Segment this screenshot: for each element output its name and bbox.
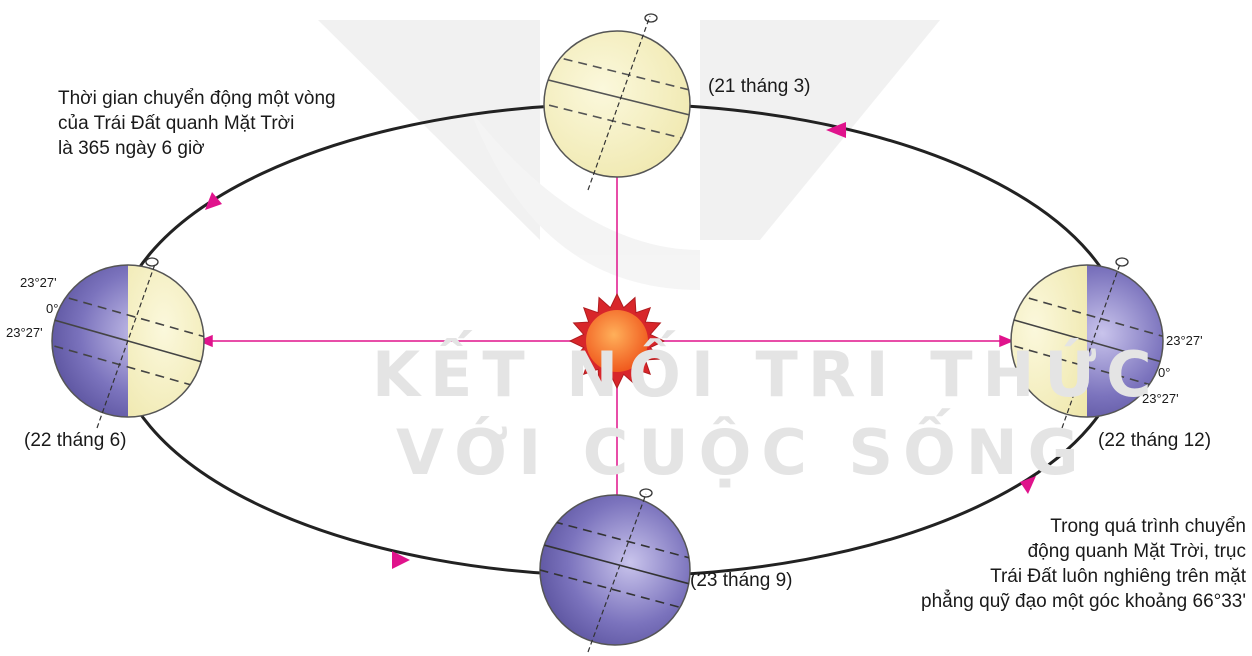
arrow-bottom-left (392, 551, 410, 569)
orbit-period-note: Thời gian chuyển động một vòng của Trái … (58, 86, 336, 161)
note-line: Trái Đất luôn nghiêng trên mặt (990, 566, 1246, 587)
sun (568, 292, 666, 390)
date-label-june: (22 tháng 6) (24, 430, 127, 451)
latitude-right-equator: 0° (1158, 365, 1171, 380)
axis-tilt-note: Trong quá trình chuyển động quanh Mặt Tr… (921, 514, 1246, 614)
latitude-right-north: 23°27' (1166, 333, 1203, 348)
earth-june (51, 257, 205, 429)
latitude-left-north: 23°27' (20, 275, 57, 290)
orbit-direction-arrows (205, 122, 1036, 569)
latitude-right-south: 23°27' (1142, 391, 1179, 406)
note-line: động quanh Mặt Trời, trục (1027, 541, 1246, 562)
earth-september (539, 488, 691, 653)
note-line: phẳng quỹ đạo một góc khoảng 66°33' (921, 591, 1246, 612)
arrow-top-right (826, 122, 846, 138)
watermark-line-1: KẾT NỐI TRI THỨC (372, 338, 1162, 411)
note-line: của Trái Đất quanh Mặt Trời (58, 113, 295, 134)
note-line: Trong quá trình chuyển (1050, 516, 1246, 537)
arrow-right-lower (1020, 476, 1036, 494)
watermark-line-2: VỚI CUỘC SỐNG (396, 416, 1089, 489)
watermark-logo (318, 20, 940, 290)
date-label-december: (22 tháng 12) (1098, 430, 1212, 451)
date-label-march: (21 tháng 3) (708, 76, 811, 97)
earth-march (543, 13, 691, 191)
note-line: là 365 ngày 6 giờ (58, 138, 205, 159)
latitude-left-south: 23°27' (6, 325, 43, 340)
date-label-september: (23 tháng 9) (690, 570, 793, 591)
latitude-left-equator: 0° (46, 301, 59, 316)
arrow-left-upper (205, 192, 222, 210)
note-line: Thời gian chuyển động một vòng (58, 88, 336, 109)
